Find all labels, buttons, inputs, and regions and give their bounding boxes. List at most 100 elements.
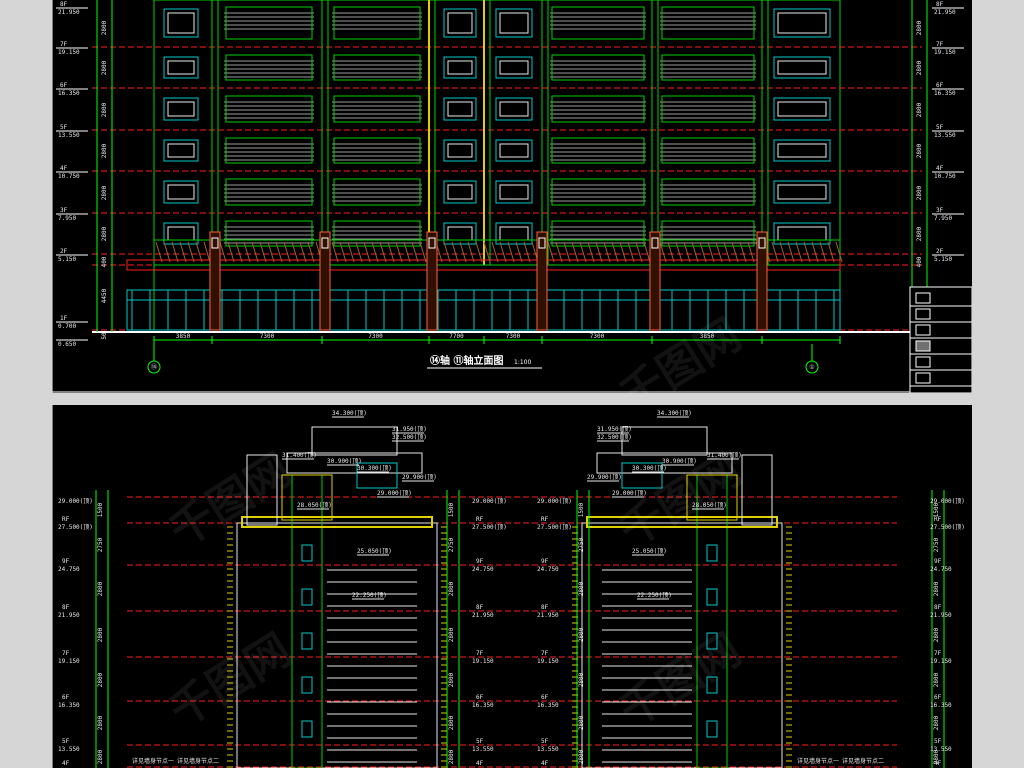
fascia-hatch [163,241,171,263]
legend-swatch [915,308,931,320]
story-dimension: 2800 [97,581,104,596]
level-callout: 32.500(顶) [392,434,427,441]
fascia-hatch [563,241,571,263]
level-elevation-label: 5.150 [58,256,76,263]
axis-dimension: 7300 [590,333,605,340]
axis-dimension: 7300 [260,333,275,340]
story-dimension: 2800 [97,627,104,642]
level-floor-label: 4F [62,760,70,767]
fascia-hatch [267,241,275,263]
window-sash [447,12,473,34]
window-sash [167,12,195,34]
axis-dimension: 7300 [506,333,521,340]
fascia-hatch [835,241,843,263]
fascia-hatch [627,241,635,263]
level-elevation-label: 29.000(顶) [58,498,93,505]
roof-parapet [286,452,423,474]
fascia-hatch [235,241,243,263]
window-frame [443,222,477,245]
window-sash [777,60,827,75]
axis-dimension: 3850 [700,333,715,340]
story-dimension: 2800 [97,749,104,764]
fascia-hatch [779,241,787,263]
window-frame [163,139,199,162]
window-sash [777,101,827,117]
level-elevation-label: 27.500(顶) [58,524,93,531]
window-sash [499,226,529,241]
shaft-window [706,632,718,650]
balcony-frame [333,95,421,123]
window-sash [499,184,529,200]
window-sash [167,101,195,117]
ornamental-pylon [649,231,661,331]
window-sash [447,184,473,200]
legend-swatch [915,292,931,304]
level-elevation-label: 19.150 [58,658,80,665]
fascia-hatch [363,241,371,263]
fascia-hatch [523,241,531,263]
fascia-hatch [251,241,259,263]
level-floor-label: 9F [62,558,70,565]
level-floor-label: 8F [541,604,549,611]
window-sash [447,101,473,117]
fascia-hatch [379,241,387,263]
level-floor-label: 5F [60,124,68,131]
level-callout: 29.000(顶) [377,490,412,497]
story-dimension: 2800 [916,60,923,75]
level-elevation-label: 13.550 [472,746,494,753]
fascia-hatch [715,241,723,263]
window-frame [163,180,199,204]
window-sash [777,143,827,158]
fascia-hatch [595,241,603,263]
level-floor-label: 7F [934,650,942,657]
shaft-window [706,720,718,738]
shaft-window [301,588,313,606]
window-frame [773,180,831,204]
window-frame [773,8,831,38]
story-dimension: 2800 [97,672,104,687]
storefront [126,289,841,331]
fascia-hatch [635,241,643,263]
level-elevation-label: 24.750 [537,566,559,573]
podium-fascia [153,239,841,266]
story-dimension: 1500 [97,502,104,517]
level-callout: 31.400(顶) [707,452,742,459]
fascia-hatch [547,241,555,263]
level-floor-label: 5F [541,738,549,745]
balcony-frame [661,6,755,40]
fascia-hatch [747,241,755,263]
section-drawing-sheet: 34.300(顶)32.500(顶)31.950(顶)31.400(顶)30.9… [52,405,972,768]
fascia-hatch [475,241,483,263]
ornamental-pylon [536,231,548,331]
level-callout: 32.500(顶) [597,434,632,441]
story-dimension: 2800 [101,102,108,117]
drawing-scale: 1:100 [514,359,531,366]
fascia-hatch [219,241,227,263]
level-elevation-label: 7.950 [58,215,76,222]
fascia-hatch [611,241,619,263]
balcony-frame [225,178,313,206]
level-elevation-label: 29.000(顶) [537,498,572,505]
fascia-hatch [643,241,651,263]
fascia-hatch [579,241,587,263]
window-frame [495,180,533,204]
fascia-hatch [803,241,811,263]
axis-dimension: 3850 [176,333,191,340]
story-dimension: 2800 [101,226,108,241]
balcony-frame [225,137,313,164]
level-floor-label: 7F [936,41,944,48]
level-callout: 31.950(顶) [392,426,427,433]
fascia-hatch [667,241,675,263]
balcony-frame [225,54,313,81]
level-floor-label: 9F [934,558,942,565]
level-floor-label: 4F [60,165,68,172]
story-dimension: 2800 [916,226,923,241]
level-elevation-label: 21.950 [934,9,956,16]
level-elevation-label: 27.500(顶) [472,524,507,531]
podium-cornice [126,259,841,271]
balcony-frame [551,6,645,40]
level-floor-label: 2F [60,248,68,255]
level-elevation-label: 19.150 [934,49,956,56]
fascia-hatch [459,241,467,263]
pylon-cap [538,237,546,249]
